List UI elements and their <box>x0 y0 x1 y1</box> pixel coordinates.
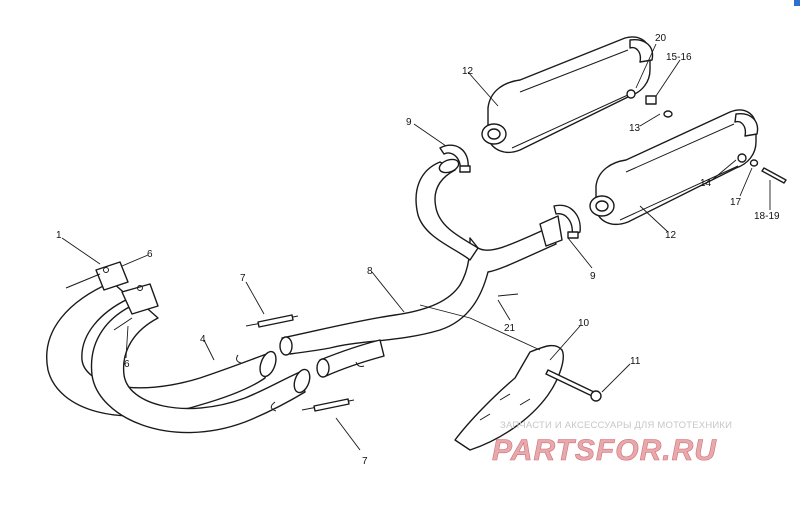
part-label-9-upper: 9 <box>406 117 412 128</box>
part-label-18-19: 18-19 <box>754 211 780 222</box>
part-label-6-upper: 6 <box>147 249 153 260</box>
watermark: ЗАПЧАСТИ И АКСЕССУАРЫ ДЛЯ МОТОТЕХНИКИ PA… <box>492 420 732 467</box>
y-pipe <box>279 158 563 378</box>
header-flanges <box>65 261 159 331</box>
corner-mark <box>794 0 800 6</box>
heat-shield <box>454 293 602 451</box>
part-labels: 1 4 6 6 7 7 8 9 9 10 11 12 12 13 14 15-1… <box>56 33 780 467</box>
part-label-17: 17 <box>730 197 742 208</box>
part-label-7-lower: 7 <box>362 456 368 467</box>
part-label-4: 4 <box>200 334 206 345</box>
part-label-1: 1 <box>56 230 62 241</box>
part-label-14: 14 <box>700 178 712 189</box>
part-label-13: 13 <box>629 123 641 134</box>
part-label-15-16: 15-16 <box>666 52 692 63</box>
part-label-7-upper: 7 <box>240 273 246 284</box>
watermark-brand: PARTSFOR.RU <box>492 434 717 467</box>
part-label-11: 11 <box>630 356 641 367</box>
upper-muffler <box>481 36 654 154</box>
watermark-subtitle: ЗАПЧАСТИ И АКСЕССУАРЫ ДЛЯ МОТОТЕХНИКИ <box>500 420 732 431</box>
lower-muffler <box>589 109 759 226</box>
part-label-20: 20 <box>655 33 667 44</box>
clamps <box>439 144 581 239</box>
part-label-8: 8 <box>367 266 373 277</box>
part-label-10: 10 <box>578 318 590 329</box>
part-label-12-upper: 12 <box>462 66 474 77</box>
springs <box>245 314 355 412</box>
part-label-9-lower: 9 <box>590 271 596 282</box>
part-label-6-lower: 6 <box>124 359 130 370</box>
leader-lines <box>61 43 771 451</box>
mounting-hardware <box>626 89 787 184</box>
header-pipes <box>46 281 311 434</box>
part-label-12-lower: 12 <box>665 230 677 241</box>
part-label-21: 21 <box>504 323 516 334</box>
